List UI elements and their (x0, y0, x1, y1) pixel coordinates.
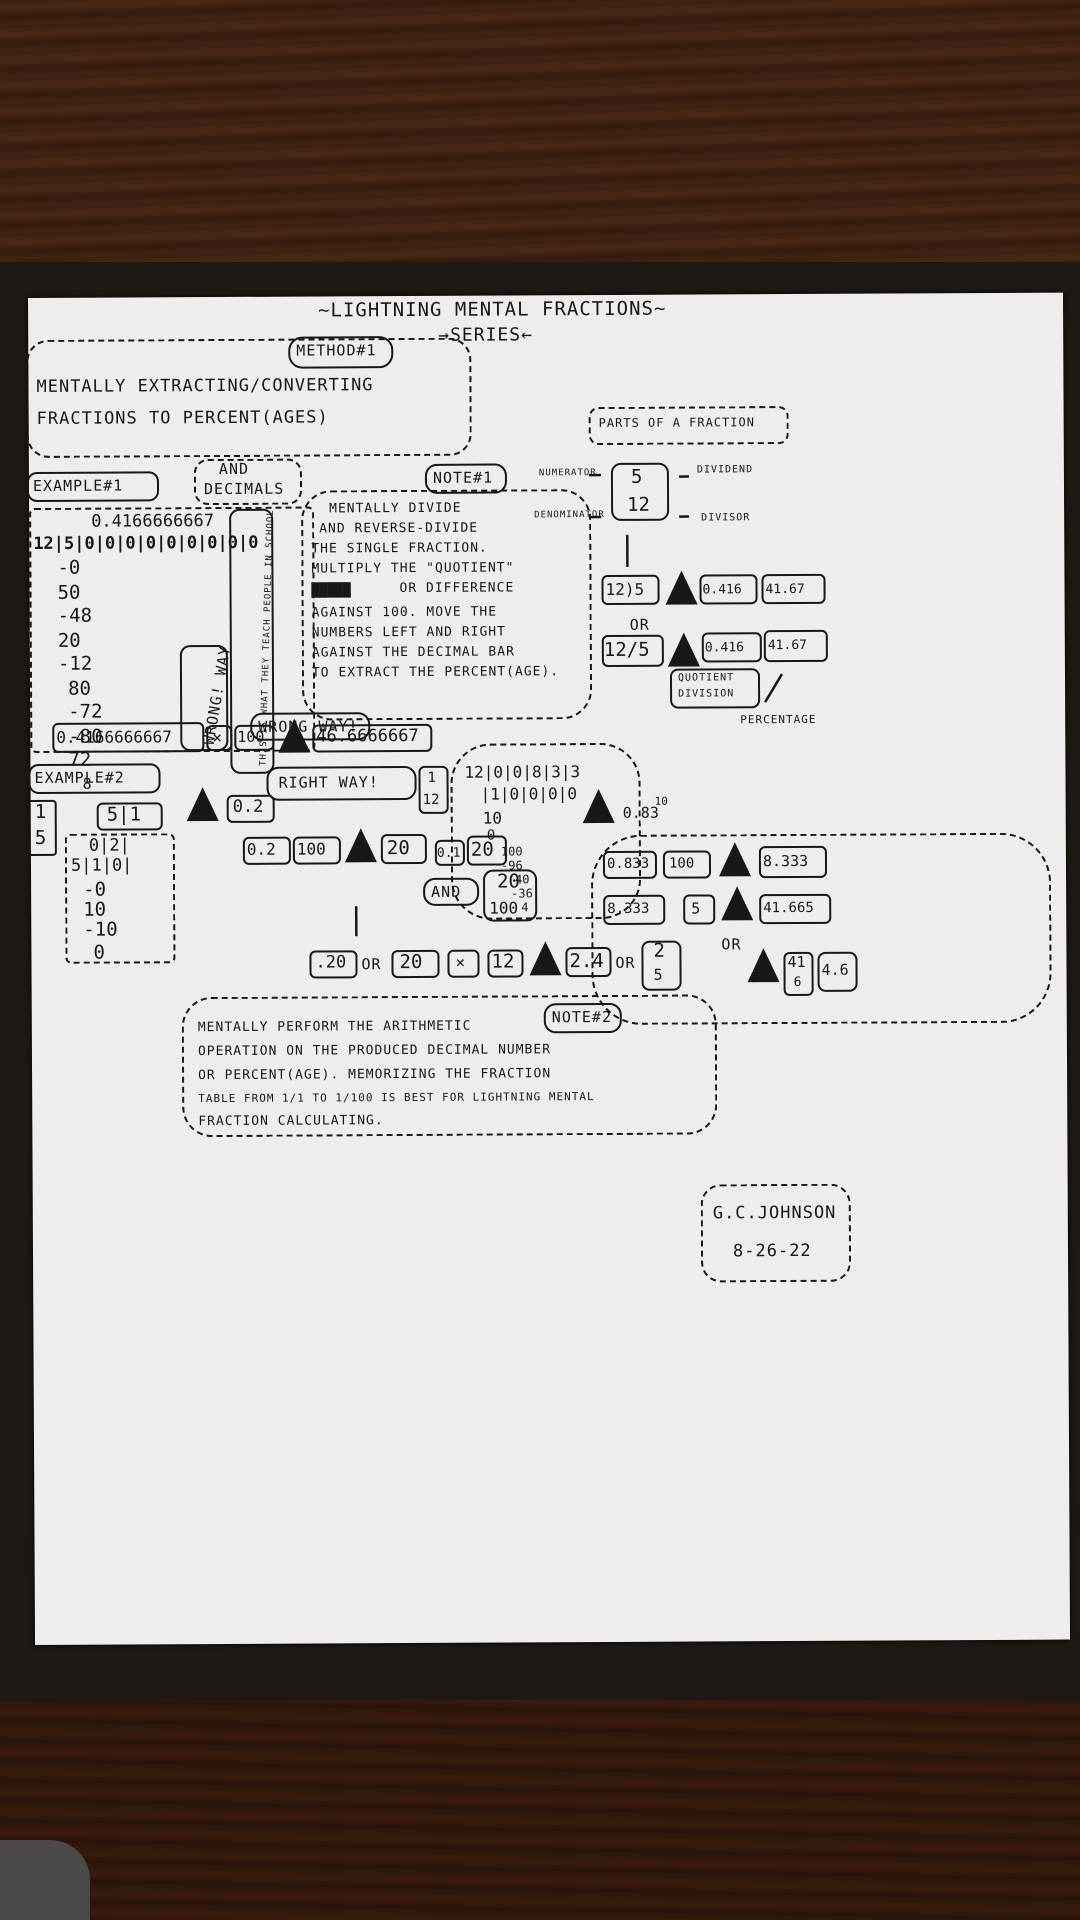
wood-table-top (0, 0, 1080, 270)
arrows-overlay (354, 473, 784, 937)
arrow-percentage (764, 673, 784, 703)
wood-table-bottom (0, 1700, 1080, 1920)
handwritten-paper: ~LIGHTNING MENTAL FRACTIONS~ →SERIES← ME… (26, 292, 1071, 1645)
shoe (0, 1840, 90, 1920)
